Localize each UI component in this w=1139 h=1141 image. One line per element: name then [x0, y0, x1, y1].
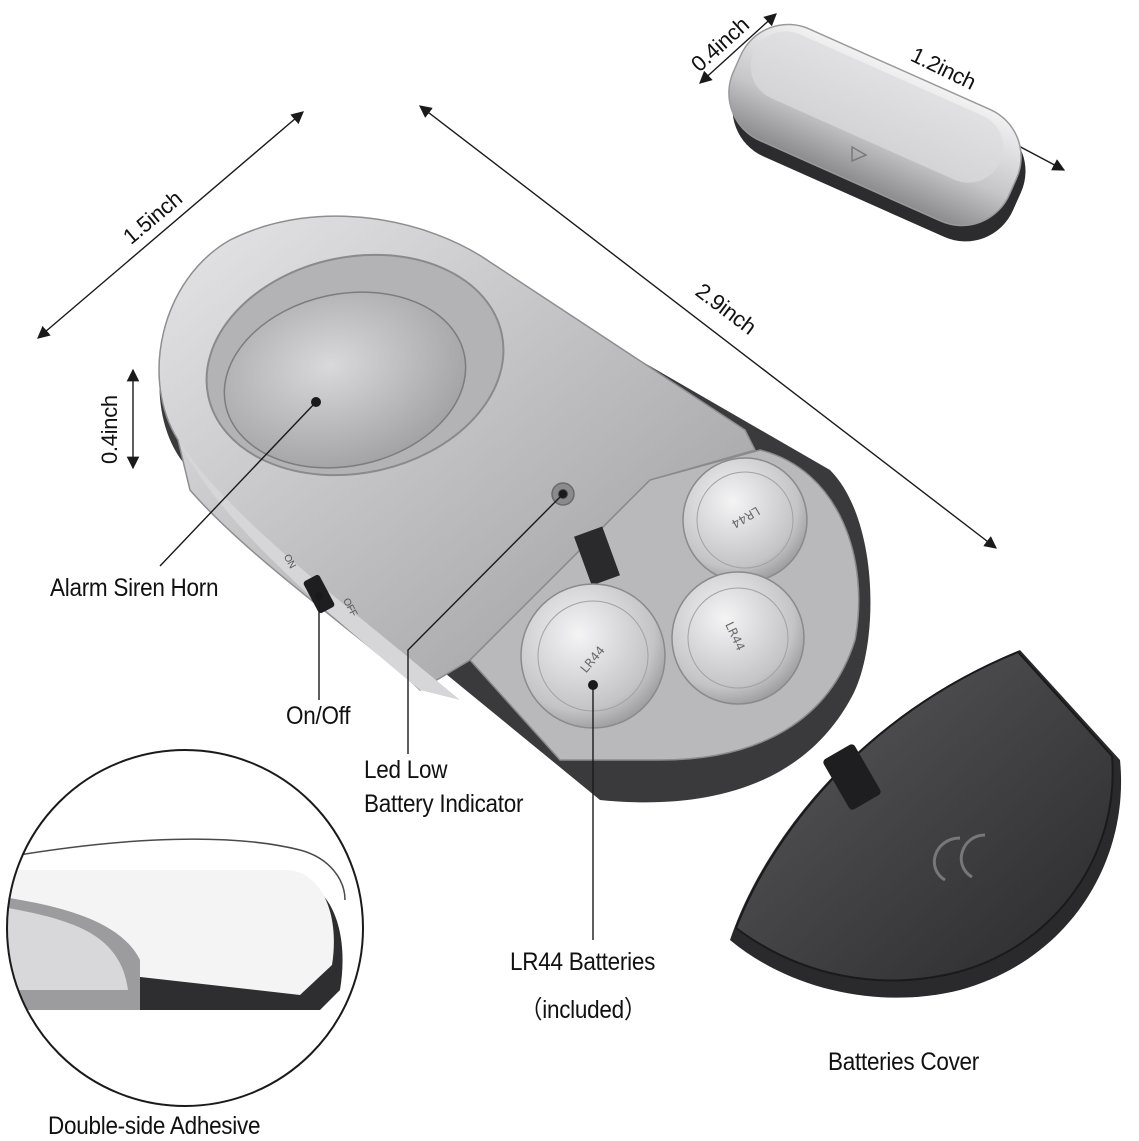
alarm-siren-horn-label: Alarm Siren Horn	[50, 574, 219, 602]
on-off-label: On/Off	[286, 702, 351, 730]
batteries-label-line2: （included）	[520, 996, 647, 1024]
adhesive-detail	[6, 749, 364, 1107]
siren-horn	[223, 291, 467, 469]
led-leader-line	[407, 493, 564, 754]
width-dimension-line	[37, 111, 304, 339]
lr44-battery-1: LR44	[682, 457, 808, 583]
adhesive-label: Double-side Adhesive	[48, 1112, 261, 1140]
batteries-cover-label: Batteries Cover	[828, 1048, 980, 1076]
alarm-body: LR44 LR44 LR44	[158, 215, 871, 803]
batteries-label-line1: LR44 Batteries	[510, 948, 656, 976]
magnet-thickness-dimension-line	[699, 13, 777, 84]
lr44-battery-2: LR44	[671, 571, 805, 705]
led-indicator-label-line1: Led Low	[364, 756, 448, 784]
battery-cover	[730, 650, 1122, 998]
thickness-dimension-label: 0.4inch	[97, 395, 122, 464]
siren-leader-line	[159, 401, 317, 567]
magnet-sensor	[728, 23, 1026, 242]
led-indicator-label-line2: Battery Indicator	[364, 790, 524, 818]
length-dimension-line	[419, 105, 997, 549]
